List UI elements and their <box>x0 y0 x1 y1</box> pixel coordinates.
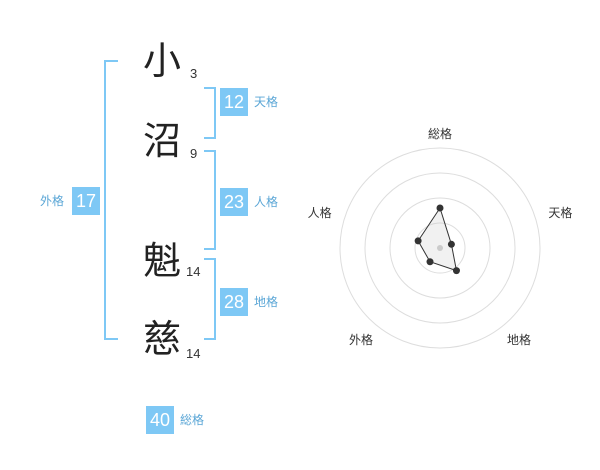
radar-axis-label-5: 人格 <box>308 205 332 220</box>
name-char-2: 沼 <box>143 119 182 163</box>
stroke-count-2: 9 <box>190 146 198 161</box>
soukaku-label: 総格 <box>180 413 205 427</box>
radar-axis-label-4: 外格 <box>349 332 373 347</box>
tenkaku-bracket <box>204 87 216 139</box>
stroke-count-4: 14 <box>186 346 201 361</box>
tenkaku-value-badge: 12 <box>220 88 248 116</box>
jinkaku-value-badge: 23 <box>220 188 248 216</box>
radar-axis-label-2: 天格 <box>548 205 572 220</box>
stroke-count-1: 3 <box>190 66 198 81</box>
jinkaku-bracket <box>204 150 216 250</box>
chikaku-value-badge: 28 <box>220 288 248 316</box>
jinkaku-label: 人格 <box>254 195 279 209</box>
name-char-3: 魁 <box>143 239 182 283</box>
radar-data-polygon <box>417 206 458 272</box>
name-char-4: 慈 <box>143 317 182 361</box>
radar-point-5 <box>414 237 422 245</box>
radar-point-2 <box>447 240 455 248</box>
radar-center-dot <box>437 245 443 251</box>
chikaku-bracket <box>204 258 216 340</box>
radar-point-1 <box>436 204 444 212</box>
radar-point-4 <box>426 258 434 266</box>
gaikaku-value-badge: 17 <box>72 187 100 215</box>
radar-grid-ring <box>389 197 491 299</box>
radar-grid-ring <box>364 172 516 324</box>
radar-axis-label-3: 地格 <box>507 332 531 347</box>
radar-axis-label-1: 総格 <box>428 126 452 141</box>
radar-point-3 <box>452 267 460 275</box>
gaikaku-bracket <box>104 60 118 340</box>
soukaku-value-badge: 40 <box>146 406 174 434</box>
stroke-count-3: 14 <box>186 264 201 279</box>
chikaku-label: 地格 <box>254 295 279 309</box>
tenkaku-label: 天格 <box>254 95 279 109</box>
radar-grid-ring <box>414 222 466 274</box>
radar-grid-ring <box>339 147 541 349</box>
gaikaku-label: 外格 <box>40 194 65 208</box>
name-char-1: 小 <box>143 39 182 83</box>
